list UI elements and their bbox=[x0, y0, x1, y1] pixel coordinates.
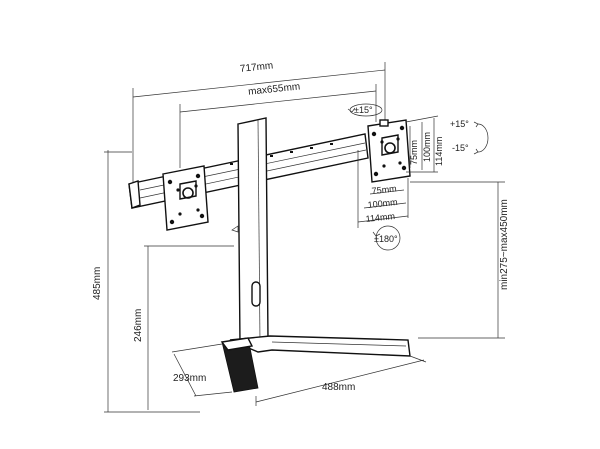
label-488mm: 488mm bbox=[322, 382, 355, 393]
label-100mm-v: 100mm bbox=[422, 132, 432, 162]
rotation-indicator: ±180° bbox=[372, 225, 401, 251]
dim-pole-height: 246mm bbox=[133, 245, 234, 410]
vertical-pole bbox=[237, 117, 269, 345]
label-tilt-side: ±15° bbox=[354, 105, 373, 115]
label-max655mm: max655mm bbox=[248, 81, 301, 97]
label-100mm-h: 100mm bbox=[367, 197, 398, 210]
label-rotation: ±180° bbox=[374, 234, 398, 244]
label-tilt-up: +15° bbox=[450, 119, 469, 129]
dim-height-range: min275~max450mm bbox=[410, 181, 510, 339]
dim-base-depth: 488mm bbox=[255, 355, 427, 406]
label-717mm: 717mm bbox=[239, 60, 273, 74]
tilt-side-indicator: ±15° bbox=[347, 103, 383, 117]
label-485mm: 485mm bbox=[92, 267, 103, 300]
vesa-vertical-dims: 75mm 100mm 114mm bbox=[405, 115, 444, 173]
dim-overall-width: 717mm bbox=[132, 60, 386, 185]
dim-max-vesa: max655mm bbox=[179, 81, 377, 168]
label-75mm-v: 75mm bbox=[409, 140, 419, 165]
base bbox=[220, 335, 411, 393]
dim-base-front: 293mm bbox=[171, 343, 233, 397]
label-246mm: 246mm bbox=[133, 309, 144, 342]
vesa-horizontal-dims: 75mm 100mm 114mm bbox=[357, 150, 409, 228]
label-114mm-h: 114mm bbox=[365, 211, 395, 224]
label-height-range: min275~max450mm bbox=[499, 199, 510, 290]
label-75mm-h: 75mm bbox=[371, 183, 397, 196]
right-vesa-plate bbox=[367, 119, 411, 183]
tilt-indicator: +15° -15° bbox=[450, 119, 489, 155]
cable-slot bbox=[251, 281, 261, 307]
label-tilt-down: -15° bbox=[452, 143, 469, 153]
dim-total-height: 485mm bbox=[92, 150, 200, 413]
label-293mm: 293mm bbox=[173, 373, 206, 384]
left-vesa-plate bbox=[162, 165, 209, 231]
label-114mm-v: 114mm bbox=[434, 137, 444, 166]
